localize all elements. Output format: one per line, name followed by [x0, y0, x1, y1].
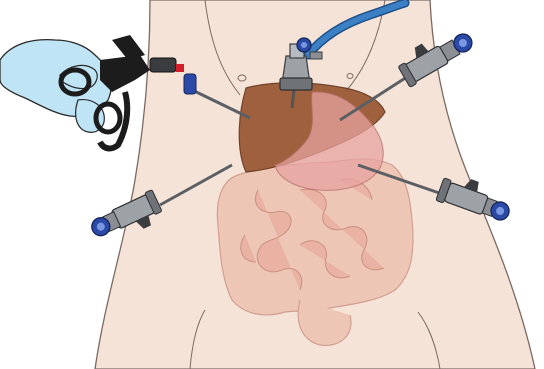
laparoscopy-illustration — [0, 0, 544, 369]
illustration-canvas — [0, 0, 544, 369]
